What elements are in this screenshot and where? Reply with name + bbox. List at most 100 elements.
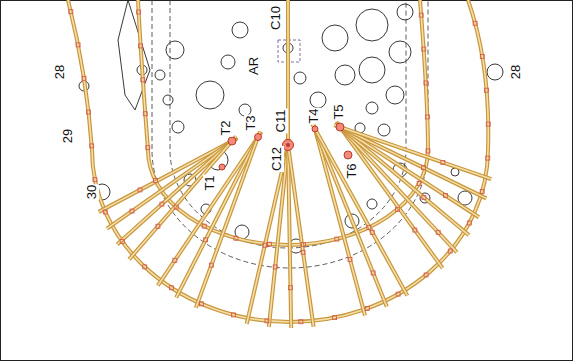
rafter (158, 132, 262, 286)
joint-mark (69, 10, 73, 14)
joint-mark (441, 160, 445, 164)
joint-mark (93, 178, 97, 182)
joint-mark (333, 316, 337, 320)
joint-mark (424, 81, 428, 85)
callout-label: AR (247, 56, 261, 76)
joint-mark (267, 242, 271, 246)
rafter-core (287, 139, 313, 327)
outer-wall (68, 0, 488, 322)
callout-label: C10 (269, 5, 283, 31)
joint-mark (425, 115, 429, 119)
joint-mark (234, 236, 238, 240)
rafter (335, 124, 479, 217)
joint-mark (421, 166, 425, 170)
joint-mark (301, 242, 305, 246)
joint-mark (137, 10, 141, 14)
rafter-core (334, 125, 491, 179)
joint-mark (436, 230, 440, 234)
joint-mark (371, 271, 375, 275)
joint-mark (299, 320, 303, 324)
joint-mark (265, 319, 269, 323)
joint-mark (202, 224, 206, 228)
joint-mark (486, 156, 490, 160)
joint-mark (486, 122, 490, 126)
joint-mark (138, 188, 142, 192)
joint-mark (417, 181, 421, 185)
rafter-core (336, 123, 457, 253)
wall-lines (68, 0, 488, 322)
joint-mark (365, 306, 369, 310)
joint-mark (143, 265, 147, 269)
rafter-core (269, 139, 289, 327)
rafter (117, 137, 236, 244)
joint-mark (209, 263, 213, 267)
joint-mark (367, 226, 371, 230)
callout-label: T3 (244, 114, 258, 131)
rafter-core (158, 132, 262, 286)
joint-mark (160, 202, 164, 206)
joint-mark (156, 224, 160, 228)
rafter (335, 124, 487, 198)
joint-mark (480, 190, 484, 194)
joint-mark (143, 112, 147, 116)
joint-mark (273, 265, 277, 269)
joint-mark (174, 205, 178, 209)
callout-label: T1 (203, 174, 217, 191)
joint-mark (169, 286, 173, 290)
rafter-core (196, 131, 260, 308)
joint-mark (231, 313, 235, 317)
callout-label: T5 (332, 103, 346, 120)
rafter-core (335, 124, 487, 198)
callout-label: 28 (509, 64, 523, 80)
joint-mark (141, 78, 145, 82)
rafter-core (176, 132, 261, 298)
rafter (334, 125, 491, 179)
joint-mark (444, 194, 448, 198)
rafter (287, 139, 313, 327)
joint-mark (395, 207, 399, 211)
joint-mark (204, 238, 208, 242)
joint-mark (348, 258, 352, 262)
joint-mark (130, 209, 134, 213)
rafter (247, 139, 290, 324)
callout-label: 30 (85, 184, 99, 200)
rafters (99, 122, 492, 328)
joint-mark (76, 43, 80, 47)
joint-mark (396, 292, 400, 296)
callout-label: 29 (61, 128, 75, 144)
joint-mark (103, 210, 107, 214)
joint-mark (480, 54, 484, 58)
joint-mark (301, 250, 305, 254)
joint-mark (173, 258, 177, 262)
joint-mark (448, 249, 452, 253)
rafter (336, 123, 457, 253)
callout-label: 28 (53, 64, 67, 80)
rafter-core (117, 137, 236, 244)
joint-mark (422, 47, 426, 51)
rafter (176, 132, 261, 298)
joint-mark (263, 243, 267, 247)
callout-label: T2 (219, 119, 233, 136)
joint-mark (87, 110, 91, 114)
callout-label: C11 (274, 109, 288, 134)
joint-mark (199, 302, 203, 306)
center-post (286, 143, 290, 147)
joint-mark (90, 144, 94, 148)
joint-mark (473, 21, 477, 25)
joint-mark (426, 149, 430, 153)
callout-label: T6 (345, 162, 359, 179)
joint-mark (139, 44, 143, 48)
joint-mark (467, 221, 471, 225)
callout-label: C12 (270, 146, 284, 172)
joint-mark (485, 88, 489, 92)
rafter-core (335, 124, 479, 217)
joint-mark (82, 76, 86, 80)
rafter (196, 131, 260, 308)
joint-mark (288, 286, 292, 290)
joint-mark (120, 239, 124, 243)
rafter-core (247, 139, 290, 324)
callout-label: T4 (307, 107, 321, 124)
